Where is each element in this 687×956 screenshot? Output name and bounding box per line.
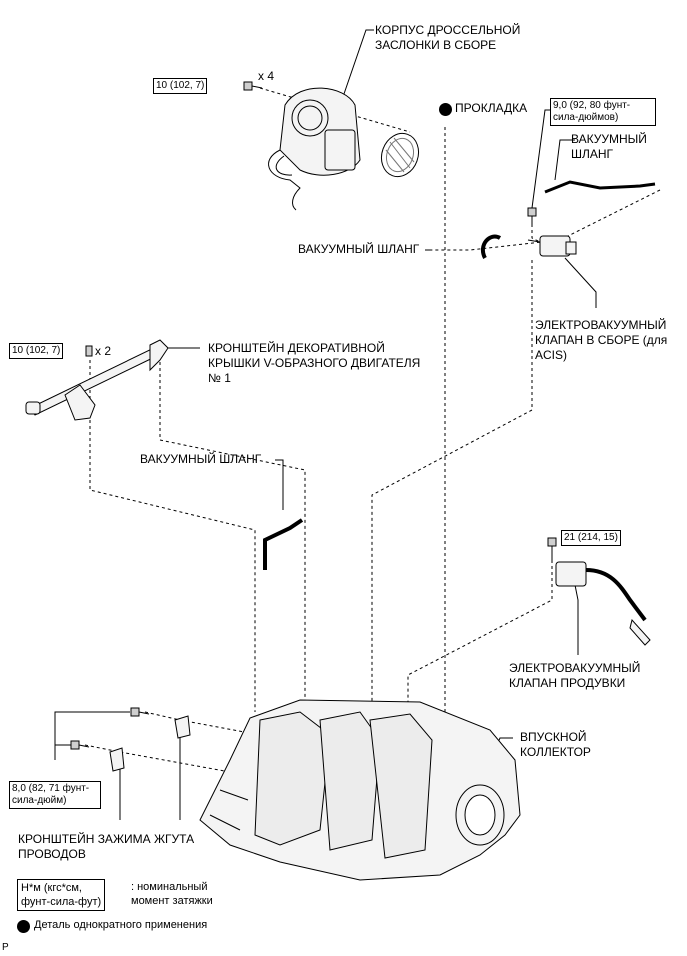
bracket-torque-box: 10 (102, 7) — [9, 343, 64, 359]
vacuum-hose-mid-label: ВАКУУМНЫЙ ШЛАНГ — [298, 242, 420, 256]
vsv-acis-label: ЭЛЕКТРОВАКУУМНЫЙ КЛАПАН В СБОРЕ (для ACI… — [535, 318, 668, 362]
vacuum-hose-mid-drawing — [480, 234, 502, 259]
legend-unit-description: : номинальный момент затяжки — [131, 881, 213, 907]
throttle-torque-box: 10 (102, 7) — [153, 78, 208, 94]
vacuum-hose-top-label: ВАКУУМНЫЙ ШЛАНГ — [571, 132, 647, 161]
vsv-torque-box: 9,0 (92, 80 фунт- сила-дюймов) — [550, 98, 656, 126]
footer-letter: P — [2, 942, 9, 953]
alignment-lines — [84, 87, 661, 780]
intake-manifold-label: ВПУСКНОЙ КОЛЛЕКТОР — [520, 730, 591, 759]
legend-nonreusable-text: Деталь однократного применения — [34, 919, 208, 931]
cover-bracket-drawing — [25, 339, 169, 421]
vacuum-hose-top-drawing — [544, 180, 656, 194]
vacuum-hose-lower-label: ВАКУУМНЫЙ ШЛАНГ — [140, 452, 262, 466]
legend-nonreusable-dot-icon — [17, 920, 30, 933]
intake-manifold-drawing — [199, 699, 521, 881]
vsv-bolt-drawing — [527, 207, 537, 226]
throttle-bolt-drawing — [243, 81, 263, 91]
bracket-bolt-count: x 2 — [95, 344, 112, 358]
purge-vsv-drawing — [547, 537, 651, 646]
throttle-body-label: КОРПУС ДРОССЕЛЬНОЙ ЗАСЛОНКИ В СБОРЕ — [375, 23, 521, 52]
gasket-label: ПРОКЛАДКА — [455, 101, 528, 115]
harness-bolts-drawing — [70, 707, 191, 772]
throttle-body-drawing — [268, 87, 361, 211]
purge-vsv-label: ЭЛЕКТРОВАКУУМНЫЙ КЛАПАН ПРОДУВКИ — [509, 661, 641, 690]
nonreusable-dot-icon — [439, 103, 452, 116]
throttle-bolt-count: x 4 — [258, 69, 275, 83]
gasket-drawing — [380, 132, 420, 178]
purge-torque-box: 21 (214, 15) — [561, 530, 621, 546]
harness-bracket-label: КРОНШТЕЙН ЗАЖИМА ЖГУТА ПРОВОДОВ — [18, 832, 195, 861]
leader-lines — [54, 29, 597, 820]
vacuum-hose-lower-drawing — [263, 518, 304, 570]
harness-torque-box: 8,0 (82, 71 фунт- сила-дюйм) — [9, 781, 101, 809]
vsv-acis-drawing — [527, 235, 577, 257]
cover-bracket-label: КРОНШТЕЙН ДЕКОРАТИВНОЙ КРЫШКИ V-ОБРАЗНОГ… — [208, 341, 421, 385]
legend-unit-box: Н*м (кгс*см, фунт-сила-фут) — [17, 879, 106, 911]
